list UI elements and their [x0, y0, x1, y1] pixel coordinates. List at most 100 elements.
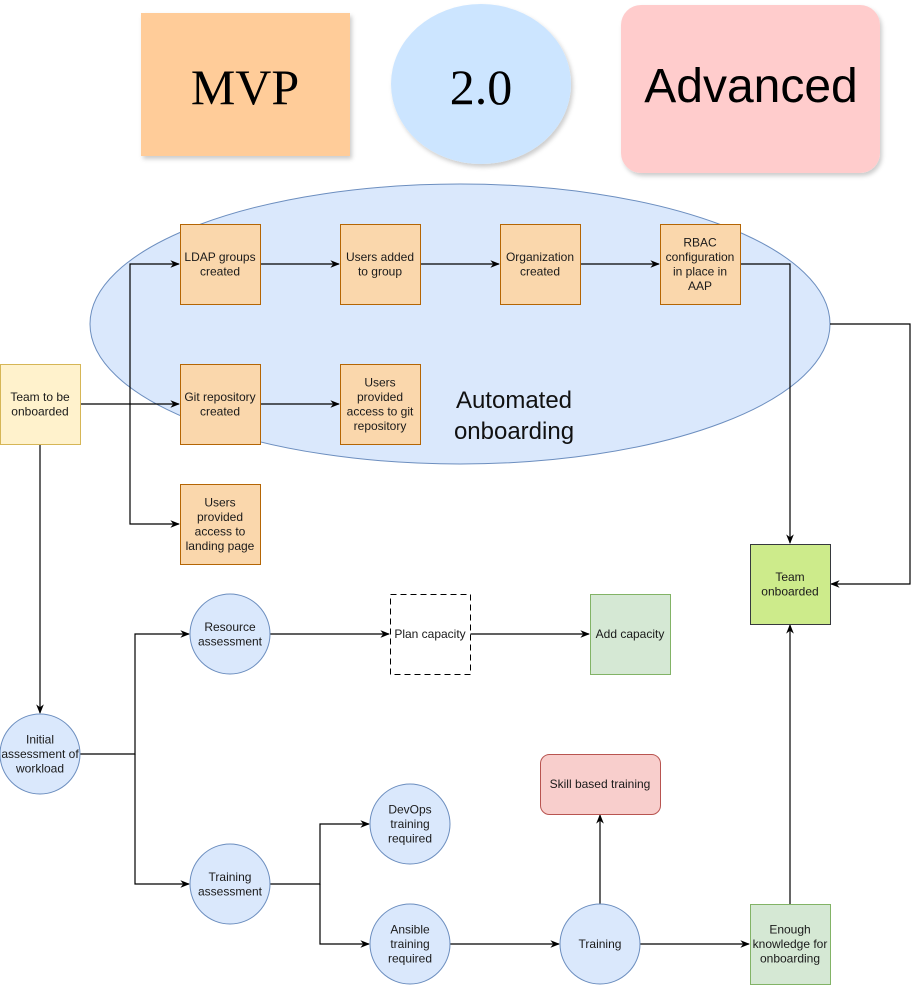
node-shape-enough-knowledge [750, 904, 831, 985]
node-label-initial-assessment: assessment of [1, 747, 79, 761]
node-label-training-assessment: Training [209, 870, 252, 884]
edge-training-to-devops [270, 820, 370, 885]
edge-rbac-to-team-onboarded [740, 263, 794, 544]
legend-advanced[interactable]: Advanced [621, 5, 880, 173]
node-label-rbac: configuration [666, 250, 735, 264]
node-label-ldap-groups: LDAP groups [184, 250, 255, 264]
node-label-git-repo: Git repository [184, 390, 255, 404]
node-label-ansible-training: training [390, 937, 429, 951]
node-label-resource-assessment: assessment [198, 634, 263, 648]
node-label-enough-knowledge: knowledge for [753, 937, 828, 951]
node-shape-organization [500, 224, 581, 305]
node-label-users-landing: Users [204, 495, 235, 509]
node-label-enough-knowledge: onboarding [760, 952, 820, 966]
node-shape-team-onboarded [750, 544, 831, 625]
node-plan-capacity[interactable]: Plan capacity [390, 594, 471, 675]
node-label-ansible-training: required [388, 952, 432, 966]
node-label-team-to-be-onboarded: onboarded [11, 404, 68, 418]
node-label-enough-knowledge: Enough [769, 923, 810, 937]
node-label-ansible-training: Ansible [390, 923, 430, 937]
node-shape-ansible-training [369, 903, 451, 985]
node-label-ldap-groups: created [200, 264, 240, 278]
node-label-devops-training: training [390, 817, 429, 831]
node-shape-skill-based-training [540, 754, 661, 815]
node-shape-resource-assessment [189, 593, 271, 675]
node-label-users-added: Users added [346, 250, 414, 264]
node-label-team-onboarded: onboarded [761, 584, 818, 598]
automated-onboarding-label-1: Automated [456, 387, 572, 414]
edge-group-to-team-onboarded [830, 323, 911, 588]
node-label-initial-assessment: workload [15, 762, 64, 776]
node-label-devops-training: DevOps [388, 803, 431, 817]
legend-2-0-ellipse [391, 4, 571, 164]
node-label-users-landing: provided [197, 510, 243, 524]
node-label-rbac: in place in [673, 264, 727, 278]
node-label-users-git: repository [354, 419, 407, 433]
legend-mvp[interactable]: MVP [141, 13, 350, 156]
node-label-users-git: Users [364, 375, 395, 389]
node-shape-users-added [340, 224, 421, 305]
node-label-users-landing: access to [195, 524, 246, 538]
node-label-git-repo: created [200, 404, 240, 418]
node-label-training-assessment: assessment [198, 884, 263, 898]
node-shape-users-landing [180, 484, 261, 565]
node-shape-add-capacity [590, 594, 671, 675]
node-add-capacity[interactable]: Add capacity [590, 594, 671, 675]
node-label-team-onboarded: Team [775, 570, 804, 584]
node-label-organization: Organization [506, 250, 574, 264]
legend-advanced-label: Advanced [644, 60, 858, 113]
node-label-rbac: RBAC [683, 235, 717, 249]
legend-2-0[interactable]: 2.0 [391, 4, 571, 164]
node-shape-training-assessment [189, 843, 271, 925]
node-label-training: Training [579, 937, 622, 951]
automated-onboarding-label-2: onboarding [454, 418, 574, 445]
node-shape-devops-training [369, 783, 451, 865]
node-label-add-capacity: Add capacity [596, 627, 665, 641]
node-label-resource-assessment: Resource [204, 620, 256, 634]
node-label-users-git: access to git [347, 404, 414, 418]
node-shape-initial-assessment [0, 713, 81, 795]
node-label-organization: created [520, 264, 560, 278]
node-label-rbac: AAP [688, 279, 712, 293]
edge-team-to-ldap [129, 260, 180, 404]
automated-onboarding-group[interactable]: Automated onboarding [89, 183, 831, 465]
edge-training-to-ansible [319, 884, 370, 948]
node-label-plan-capacity: Plan capacity [394, 627, 465, 641]
node-shape-training [559, 903, 641, 985]
node-shape-team-to-be-onboarded [0, 364, 81, 445]
edge-initial-to-resource [80, 630, 190, 755]
node-label-devops-training: required [388, 832, 432, 846]
node-shape-ldap-groups [180, 224, 261, 305]
node-skill-based-training[interactable]: Skill based training [540, 754, 661, 815]
node-training[interactable]: Training [559, 903, 641, 985]
legend-mvp-label: MVP [191, 59, 299, 115]
edges [36, 260, 911, 948]
node-label-initial-assessment: Initial [26, 733, 54, 747]
node-label-users-landing: landing page [186, 539, 255, 553]
node-shape-users-git [340, 364, 421, 445]
node-shape-plan-capacity [390, 594, 471, 675]
legend-mvp-box [141, 13, 350, 156]
node-label-team-to-be-onboarded: Team to be [10, 390, 70, 404]
edge-team-to-landing [129, 404, 180, 528]
legend-2-0-label: 2.0 [450, 59, 513, 115]
edge-initial-to-training-assessment [134, 754, 190, 888]
node-label-users-git: provided [357, 390, 403, 404]
node-shape-git-repo [180, 364, 261, 445]
